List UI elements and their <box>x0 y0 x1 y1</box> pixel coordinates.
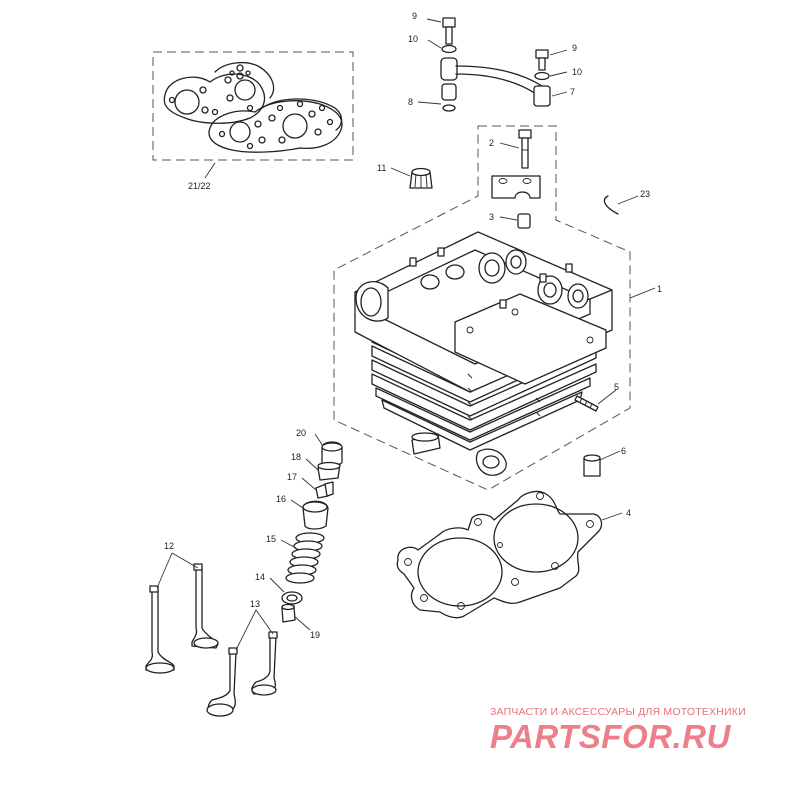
callout-16: 16 <box>276 494 286 504</box>
head-gasket <box>396 490 623 619</box>
valves-group <box>145 552 278 717</box>
callout-9-left: 9 <box>412 11 417 21</box>
intake-rings <box>411 432 507 476</box>
cylinder-head-boundary <box>333 125 631 491</box>
callout-labels: 1 2 3 4 5 6 7 8 9 9 10 10 11 12 13 14 15… <box>164 11 662 640</box>
callout-2: 2 <box>489 138 494 148</box>
callout-5: 5 <box>614 382 619 392</box>
callout-10-left: 10 <box>408 34 418 44</box>
callout-15: 15 <box>266 534 276 544</box>
callout-6: 6 <box>621 446 626 456</box>
watermark-brand-logo: PARTSFOR.RU <box>490 718 731 755</box>
watermark-tagline: ЗАПЧАСТИ И АКСЕССУАРЫ ДЛЯ МОТОТЕХНИКИ <box>490 706 746 718</box>
part-11-nut <box>390 167 433 189</box>
callout-13: 13 <box>250 599 260 609</box>
cylinder-head-body <box>354 231 613 451</box>
callout-20: 20 <box>296 428 306 438</box>
oil-pipe-assembly <box>417 17 568 112</box>
part-23-clip <box>603 195 639 215</box>
valve-train-group <box>269 433 343 631</box>
callout-14: 14 <box>255 572 265 582</box>
callout-18: 18 <box>291 452 301 462</box>
part-6-plug <box>583 450 621 477</box>
callout-17: 17 <box>287 472 297 482</box>
callout-9-right: 9 <box>572 43 577 53</box>
callout-11: 11 <box>377 163 386 173</box>
callout-19: 19 <box>310 630 320 640</box>
callout-12: 12 <box>164 541 174 551</box>
callout-8: 8 <box>408 97 413 107</box>
gasket-set-group <box>152 51 354 179</box>
callout-4: 4 <box>626 508 631 518</box>
callout-7: 7 <box>570 87 575 97</box>
bracket-bolt-group <box>491 129 541 229</box>
callout-1: 1 <box>657 284 662 294</box>
part-5-stud <box>574 389 617 412</box>
callout-21-22: 21/22 <box>188 181 211 191</box>
callout-3: 3 <box>489 212 494 222</box>
callout-23: 23 <box>640 189 650 199</box>
callout-10-right: 10 <box>572 67 582 77</box>
